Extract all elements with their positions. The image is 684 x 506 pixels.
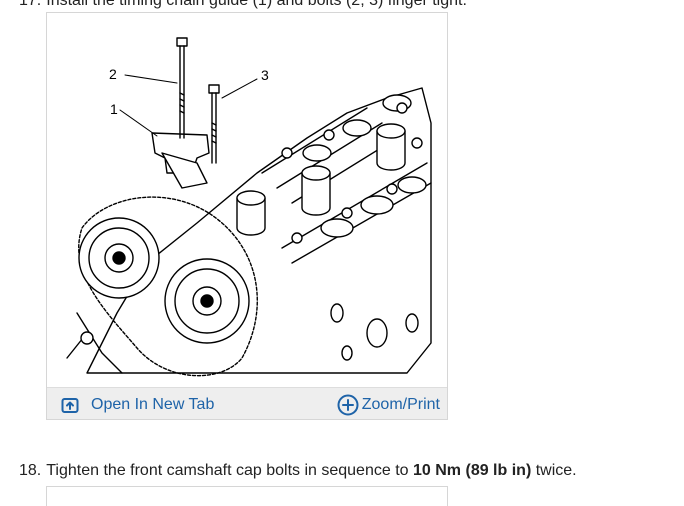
callout-3: 3 — [261, 67, 269, 83]
zoom-print-label: Zoom/Print — [361, 396, 440, 413]
step-18-number: 18. — [19, 462, 42, 479]
step-18-text: 18.Tighten the front camshaft cap bolts … — [19, 461, 577, 481]
torque-lbin-value: (89 lb in) — [465, 462, 532, 479]
callout-2: 2 — [109, 66, 117, 82]
torque-nm-value: 10 Nm — [413, 462, 462, 479]
open-new-tab-icon — [61, 398, 79, 413]
timing-chain-illustration: 2 1 3 — [66, 37, 432, 377]
zoom-plus-icon — [337, 394, 359, 416]
zoom-print-button[interactable]: Zoom/Print — [337, 394, 440, 416]
figure-toolbar: Open In New Tab Zoom/Print — [47, 387, 447, 419]
callout-1: 1 — [110, 101, 118, 117]
step-18-instruction: Tighten the front camshaft cap bolts in … — [46, 462, 409, 479]
open-in-new-tab-button[interactable]: Open In New Tab — [61, 394, 214, 416]
engine-timing-diagram[interactable]: 2 1 3 — [47, 13, 447, 387]
step-17-instruction: Install the timing chain guide (1) and b… — [46, 0, 467, 9]
open-in-new-tab-label: Open In New Tab — [91, 396, 215, 413]
step-17-number: 17. — [19, 0, 42, 9]
figure-container: 2 1 3 Open In New Tab Zoom/Print — [46, 12, 448, 420]
step-18-suffix: twice. — [535, 462, 577, 479]
next-figure-container — [46, 486, 448, 506]
step-17-text: 17. Install the timing chain guide (1) an… — [19, 0, 467, 11]
